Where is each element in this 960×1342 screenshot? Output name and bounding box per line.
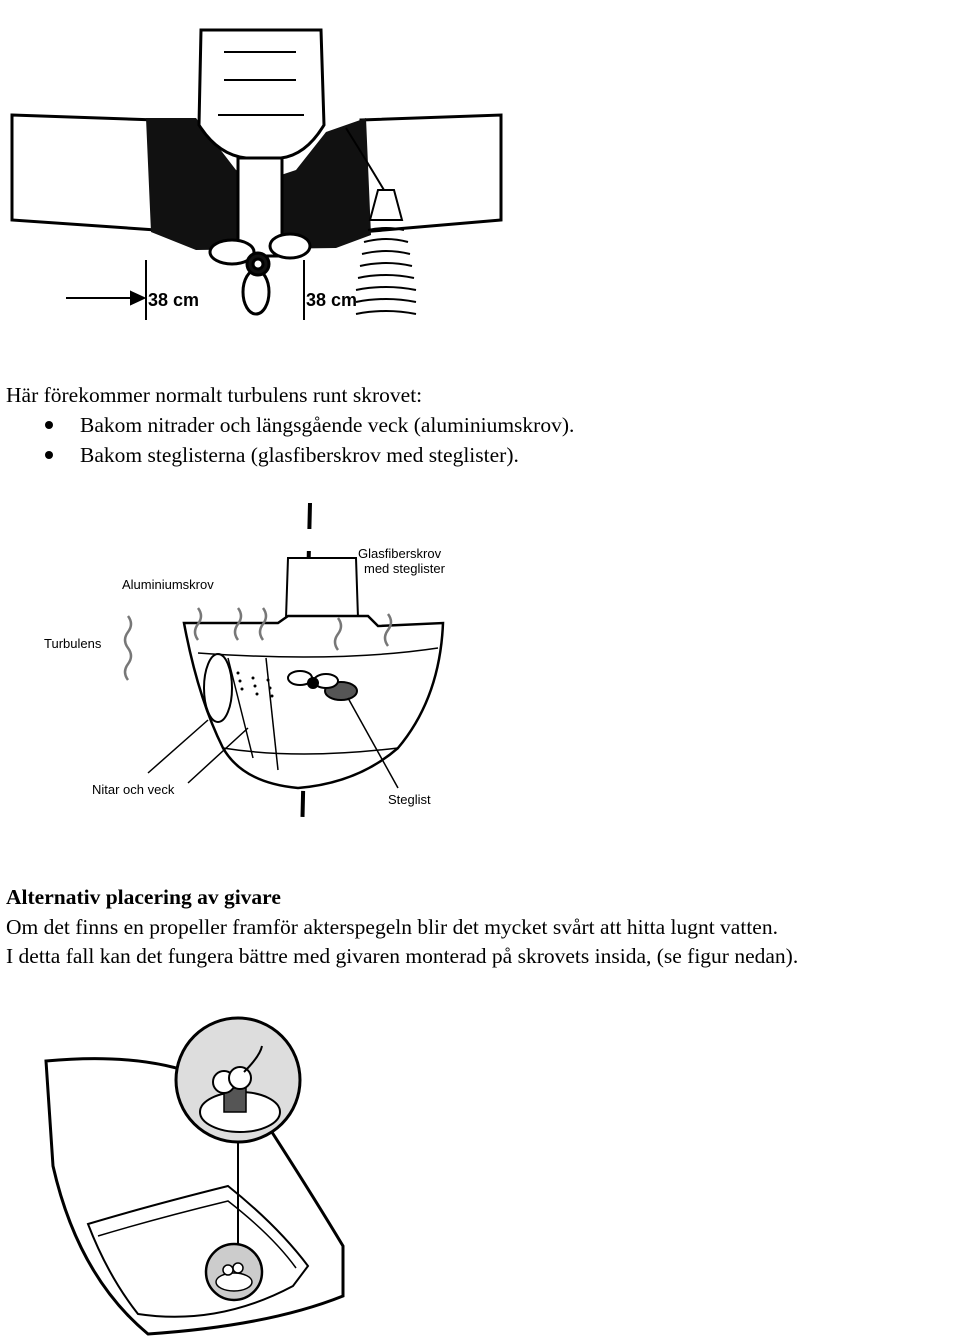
list-item-text: Bakom steglisterna (glasfiberskrov med s… (80, 443, 519, 467)
figure-hull-turbulence: Glasfiberskrov med steglister Aluminiums… (38, 498, 468, 843)
label-med-steglister: med steglister (364, 561, 446, 576)
bullet-icon (45, 451, 53, 459)
section-text-line-2: I detta fall kan det fungera bättre med … (6, 941, 798, 971)
motor-cowl (199, 30, 324, 158)
dimension-label-right: 38 cm (306, 290, 357, 310)
label-steglist: Steglist (388, 792, 431, 807)
section-text-line-1: Om det finns en propeller framför akters… (6, 912, 778, 942)
list-item: Bakom nitrader och längsgående veck (alu… (0, 410, 574, 440)
dimension-label-left: 38 cm (148, 290, 199, 310)
figure-inside-hull-transducer (38, 996, 348, 1338)
label-glasfiberskrov: Glasfiberskrov (358, 546, 442, 561)
bullet-icon (45, 421, 53, 429)
list-item: Bakom steglisterna (glasfiberskrov med s… (0, 440, 574, 470)
label-nitar-och-veck: Nitar och veck (92, 782, 175, 797)
figure-transom-motor: 38 cm 38 cm (6, 20, 510, 350)
list-item-text: Bakom nitrader och längsgående veck (alu… (80, 413, 574, 437)
hull-left-wing (12, 115, 156, 230)
intro-text: Här förekommer normalt turbulens runt sk… (6, 380, 422, 410)
hull (184, 616, 443, 788)
label-aluminiumskrov: Aluminiumskrov (122, 577, 214, 592)
turbulence-list: Bakom nitrader och längsgående veck (alu… (0, 410, 574, 470)
section-heading: Alternativ placering av givare (6, 882, 281, 912)
label-turbulens: Turbulens (44, 636, 102, 651)
